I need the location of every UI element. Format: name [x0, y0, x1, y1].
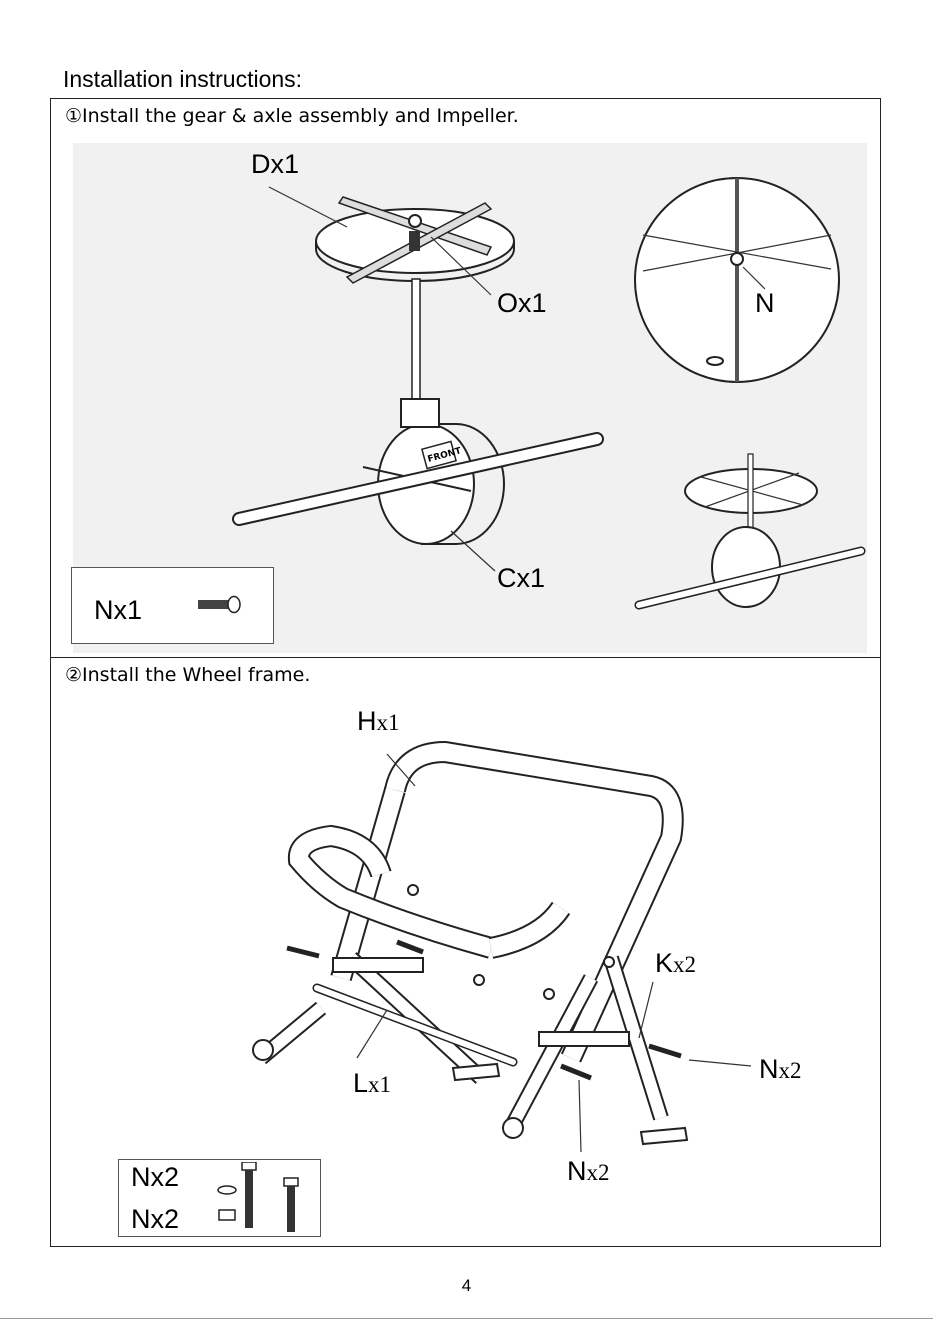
- label-n: N: [755, 288, 775, 318]
- parts-label-n-2: Nx2: [131, 1204, 179, 1235]
- label-n-bottom-qty: x2: [587, 1160, 610, 1185]
- label-n-bottom: N: [567, 1156, 587, 1186]
- bolt-washer-nut-icon: [215, 1162, 301, 1234]
- label-h: H: [357, 706, 377, 736]
- step2-parts-box: Nx2 Nx2: [118, 1159, 321, 1237]
- svg-text:Lx1: Lx1: [353, 1068, 391, 1098]
- page-number: 4: [0, 1276, 933, 1296]
- svg-text:Nx2: Nx2: [759, 1054, 802, 1084]
- label-h-qty: x1: [377, 710, 400, 735]
- label-k: K: [655, 948, 673, 978]
- wheel-frame-drawing: [253, 752, 687, 1144]
- label-n-right-qty: x2: [779, 1058, 802, 1083]
- step1-section: ①Install the gear & axle assembly and Im…: [50, 98, 881, 658]
- svg-text:Hx1: Hx1: [357, 706, 400, 736]
- label-n-right: N: [759, 1054, 779, 1084]
- page-title: Installation instructions:: [63, 66, 302, 93]
- step2-section: ②Install the Wheel frame.: [50, 657, 881, 1247]
- screw-icon: [196, 595, 244, 615]
- label-o: Ox1: [497, 288, 547, 318]
- svg-text:Kx2: Kx2: [655, 948, 696, 978]
- label-k-qty: x2: [673, 952, 696, 977]
- label-c: Cx1: [497, 563, 545, 593]
- parts-label-n: Nx1: [94, 595, 142, 626]
- step1-parts-box: Nx1: [71, 567, 274, 644]
- label-l: L: [353, 1068, 368, 1098]
- label-l-qty: x1: [368, 1072, 391, 1097]
- label-d: Dx1: [251, 149, 299, 179]
- bottom-divider: [0, 1318, 933, 1319]
- parts-label-n-1: Nx2: [131, 1162, 179, 1193]
- svg-text:Nx2: Nx2: [567, 1156, 610, 1186]
- detail-magnified-view: N: [635, 178, 839, 382]
